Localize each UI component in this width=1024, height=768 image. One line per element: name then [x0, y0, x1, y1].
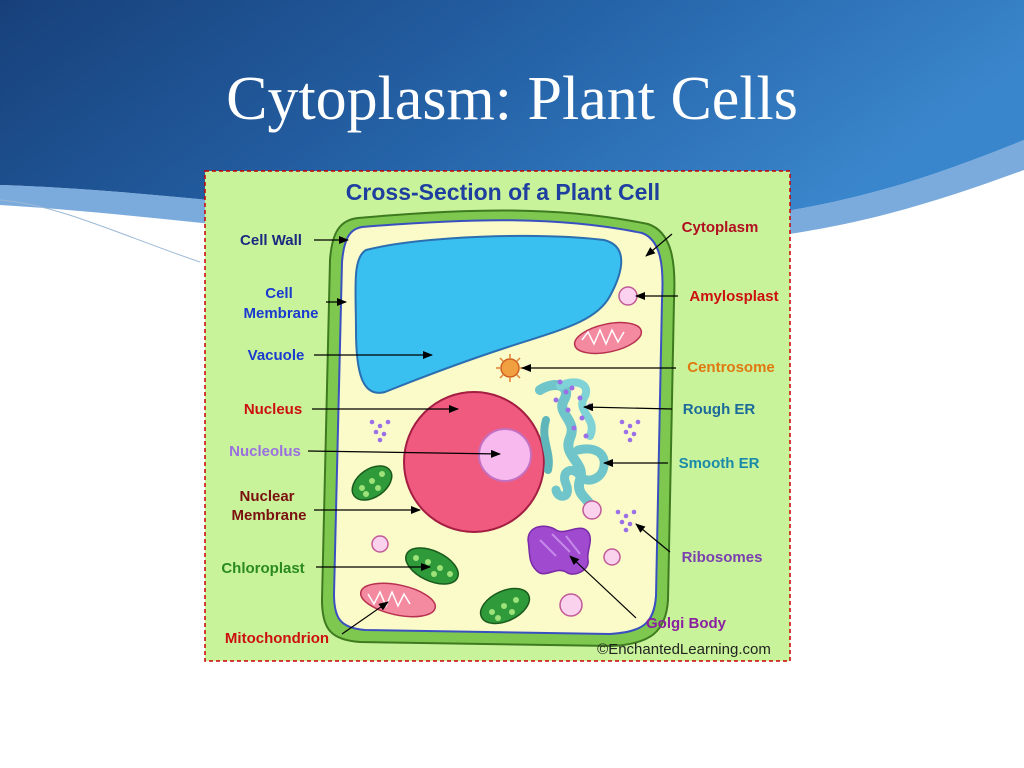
label-cell-membrane-line2: Membrane [243, 305, 318, 322]
ribosomes [369, 419, 641, 533]
chloroplast [351, 465, 393, 501]
pointer-nucleolus [307, 449, 501, 458]
nucleolus [478, 428, 532, 482]
pointer-golgi-body [569, 555, 637, 619]
title-banner [0, 0, 1024, 226]
label-cell-wall: Cell Wall [240, 232, 302, 249]
chloroplast [479, 587, 531, 625]
pointer-cytoplasm [645, 233, 673, 257]
chloroplast [405, 547, 459, 585]
amylosplast [371, 286, 638, 617]
centrosome [496, 354, 524, 382]
pointer-mitochondrion [341, 601, 389, 635]
smooth-er [551, 444, 609, 501]
label-golgi-body: Golgi Body [646, 615, 727, 632]
label-nucleolus: Nucleolus [229, 443, 301, 460]
rough-er [535, 378, 596, 517]
label-cell-membrane-line1: Cell [265, 285, 293, 302]
label-ribosomes: Ribosomes [682, 549, 763, 566]
label-mitochondrion: Mitochondrion [225, 630, 329, 647]
vacuole [354, 234, 623, 394]
label-nuclear-membrane-line1: Nuclear [239, 488, 294, 505]
nucleus [403, 391, 545, 533]
slide-title: Cytoplasm: Plant Cells [226, 65, 798, 133]
label-rough-er: Rough ER [683, 401, 756, 418]
mitochondrion [573, 321, 643, 355]
figure-heading: Cross-Section of a Plant Cell [346, 179, 660, 205]
label-cytoplasm: Cytoplasm [682, 219, 759, 236]
label-chloroplast: Chloroplast [221, 560, 304, 577]
label-centrosome: Centrosome [687, 359, 775, 376]
label-nuclear-membrane-line2: Membrane [231, 507, 306, 524]
pointer-rough-er [583, 403, 673, 412]
banner-swoosh-line [0, 199, 201, 263]
label-amylosplast: Amylosplast [689, 288, 778, 305]
label-smooth-er: Smooth ER [679, 455, 760, 472]
pointer-ribosomes [635, 523, 671, 553]
copyright-text: ©EnchantedLearning.com [597, 641, 771, 658]
label-vacuole: Vacuole [248, 347, 305, 364]
label-nucleus: Nucleus [244, 401, 302, 418]
